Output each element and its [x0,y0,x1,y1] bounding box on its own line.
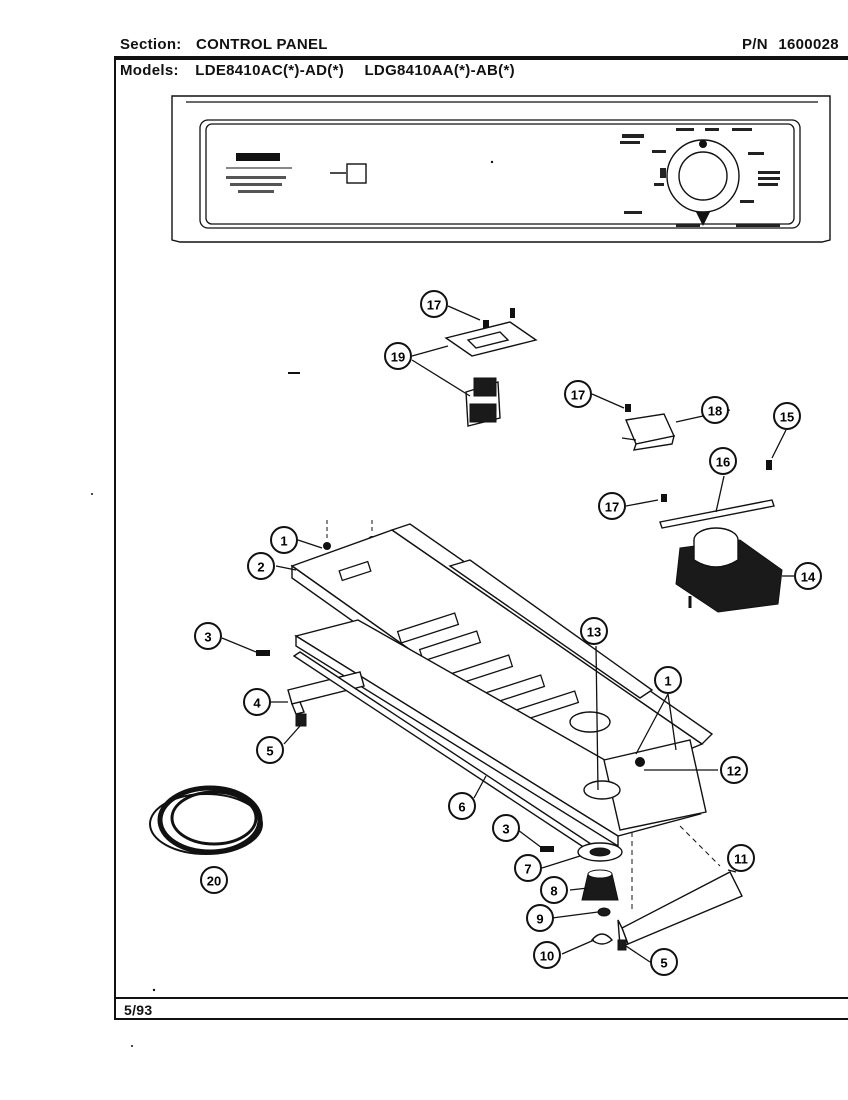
end-bracket-part-4 [287,671,365,727]
callout-number: 19 [391,350,405,365]
model-number-2: LDG8410AA(*)-AB(*) [364,62,515,79]
callout-6: 6 [448,792,476,820]
lower-panel-support [294,619,707,848]
callout-10: 10 [533,941,561,969]
section-label: Section: [120,36,182,53]
callout-leaders [221,305,794,963]
callout-11: 11 [727,844,755,872]
control-console-panel [171,95,831,243]
callout-number: 13 [587,625,601,640]
timer-dial [666,139,740,226]
part-number-label: P/N [742,36,768,53]
callout-number: 17 [427,298,441,313]
brand-logo [236,153,280,161]
callout-4: 4 [243,688,271,716]
callout-number: 3 [502,822,509,837]
callout-number: 16 [716,455,730,470]
callout-number: 1 [664,674,671,689]
ground-strap-part-16 [659,499,775,529]
callout-17: 17 [598,492,626,520]
callout-12: 12 [720,756,748,784]
callout-8: 8 [540,876,568,904]
push-to-start-switch-assembly [444,321,538,427]
callout-2: 2 [247,552,275,580]
push-to-start-button [346,163,367,184]
callout-5: 5 [650,948,678,976]
model-number-1: LDE8410AC(*)-AD(*) [195,62,344,79]
callout-5: 5 [256,736,284,764]
callout-number: 17 [605,500,619,515]
callout-number: 15 [780,410,794,425]
callout-9: 9 [526,904,554,932]
callout-19: 19 [384,342,412,370]
callout-3: 3 [492,814,520,842]
callout-1: 1 [270,526,298,554]
callout-number: 11 [734,852,748,867]
callout-number: 5 [266,744,273,759]
callout-17: 17 [564,380,592,408]
wire-harness-part-20 [149,785,263,855]
callout-number: 6 [458,800,465,815]
part-number-value: 1600028 [778,36,839,53]
diagram-frame [114,58,848,1020]
callout-14: 14 [794,562,822,590]
knob-assembly [577,842,623,945]
callout-number: 17 [571,388,585,403]
callout-number: 2 [257,560,264,575]
callout-number: 3 [204,630,211,645]
timer-motor-part-14 [675,527,783,613]
callout-1: 1 [654,666,682,694]
callout-number: 7 [524,862,531,877]
callout-number: 12 [727,764,741,779]
buzzer-part-18 [621,413,675,451]
callout-number: 10 [540,949,554,964]
revision-date: 5/93 [124,1002,153,1018]
callout-20: 20 [200,866,228,894]
models-label: Models: [120,62,179,79]
callout-3: 3 [194,622,222,650]
callout-number: 1 [280,534,287,549]
callout-13: 13 [580,617,608,645]
callout-number: 9 [536,912,543,927]
callout-number: 5 [660,956,667,971]
trim-piece-part-11 [617,825,743,951]
callout-number: 20 [207,874,221,889]
callout-7: 7 [514,854,542,882]
callout-number: 18 [708,404,722,419]
callout-15: 15 [773,402,801,430]
callout-17: 17 [420,290,448,318]
callout-18: 18 [701,396,729,424]
callout-number: 14 [801,570,816,585]
callout-number: 8 [550,884,557,899]
callout-16: 16 [709,447,737,475]
callout-number: 4 [253,696,261,711]
scan-specks [91,160,494,1047]
section-value: CONTROL PANEL [196,36,328,53]
